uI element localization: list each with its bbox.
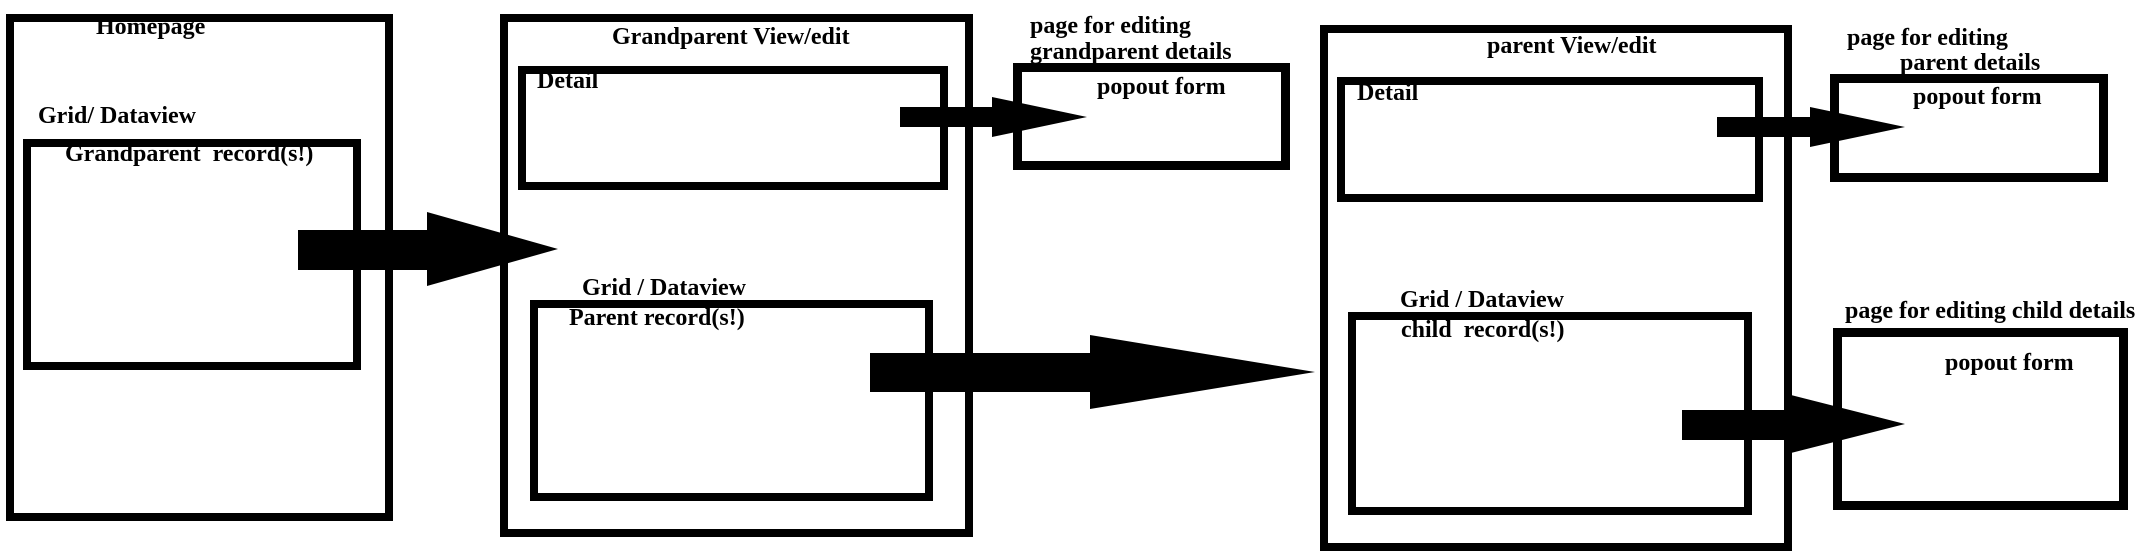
grandparent-popout-caption: page for editing grandparent details	[1030, 13, 1232, 65]
parent-view-box	[1320, 25, 1792, 551]
homepage-title: Homepage	[96, 14, 206, 40]
parent-popout-form-label: popout form	[1913, 84, 2042, 110]
grandparent-detail-label: Detail	[537, 68, 599, 94]
grandparent-popout-form-label: popout form	[1097, 74, 1226, 100]
parent-records-box	[530, 300, 933, 501]
parent-view-title: parent View/edit	[1487, 33, 1657, 59]
parent-detail-box	[1337, 77, 1763, 202]
grandparent-detail-box	[518, 66, 948, 190]
homepage-grid-dataview-label: Grid/ Dataview	[38, 103, 196, 129]
grandparent-view-title: Grandparent View/edit	[612, 24, 850, 50]
child-records-label: child record(s!)	[1401, 317, 1565, 343]
parent-popout-caption-line2: parent details	[1900, 50, 2041, 76]
child-popout-caption: page for editing child details	[1845, 298, 2136, 324]
child-popout-form-label: popout form	[1945, 350, 2074, 376]
parent-records-label: Parent record(s!)	[569, 305, 745, 331]
grandparent-grid-dataview-label: Grid / Dataview	[582, 275, 746, 301]
parent-grid-dataview-label: Grid / Dataview	[1400, 287, 1564, 313]
grandparent-records-label: Grandparent record(s!)	[65, 141, 314, 167]
parent-detail-label: Detail	[1357, 80, 1419, 106]
parent-popout-caption-line1: page for editing	[1847, 25, 2008, 51]
grandparent-records-box	[23, 139, 361, 370]
arrow-head-icon	[1090, 335, 1315, 409]
